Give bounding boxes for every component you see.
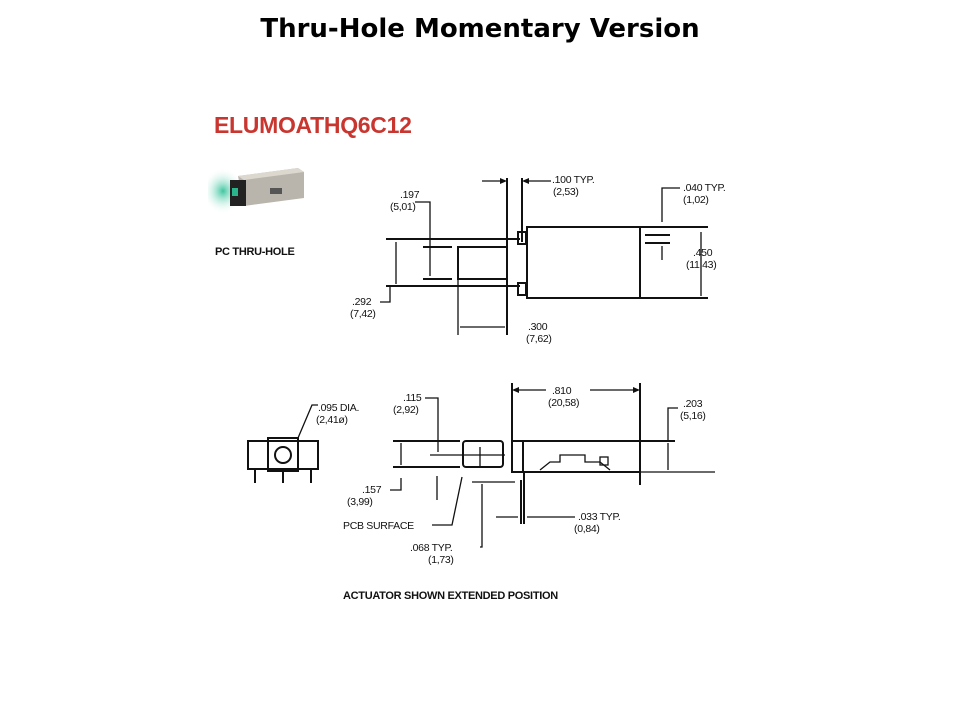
dim-label: (7,62) — [526, 333, 552, 345]
dim-label: (11,43) — [686, 259, 716, 271]
dim-label: (3,99) — [347, 496, 373, 508]
top-view-outline — [386, 178, 708, 335]
dim-label: (20,58) — [548, 397, 579, 409]
dim-label: .100 TYP. — [552, 174, 594, 186]
photo-caption: PC THRU-HOLE — [215, 246, 295, 258]
dim-label: (5,16) — [680, 410, 706, 422]
dim-label: (7,42) — [350, 308, 376, 320]
dim-label: .197 — [400, 189, 420, 201]
dim-label: .157 — [362, 484, 382, 496]
side-view-dimension-lines — [390, 387, 678, 548]
dim-label: .300 — [528, 321, 548, 333]
dim-label: .040 TYP. — [683, 182, 725, 194]
dim-label: (2,92) — [393, 404, 419, 416]
dim-label: (1,02) — [683, 194, 709, 206]
switch-photo — [208, 158, 304, 224]
end-view-outline — [247, 404, 319, 483]
dim-label: (0,84) — [574, 523, 600, 535]
dim-label: (1,73) — [428, 554, 454, 566]
dim-label: .068 TYP. — [410, 542, 452, 554]
dim-label: .203 — [683, 398, 703, 410]
dim-label: .810 — [552, 385, 572, 397]
slide-title: Thru-Hole Momentary Version — [260, 14, 700, 44]
dim-label: .033 TYP. — [578, 511, 620, 523]
dim-label: (5,01) — [390, 201, 416, 213]
dim-label: .115 — [403, 392, 422, 404]
dim-label: .292 — [352, 296, 372, 308]
part-number: ELUMOATHQ6C12 — [214, 112, 412, 138]
dim-label: (2,53) — [553, 186, 579, 198]
side-view-outline — [393, 383, 715, 524]
pcb-surface-label: PCB SURFACE — [343, 520, 414, 532]
dim-label: (2,41ø) — [316, 414, 348, 426]
dim-label: .095 DIA. — [318, 402, 359, 414]
side-view-caption: ACTUATOR SHOWN EXTENDED POSITION — [343, 590, 558, 602]
dim-label: .450 — [693, 247, 713, 259]
top-view-dimension-lines — [380, 178, 702, 328]
